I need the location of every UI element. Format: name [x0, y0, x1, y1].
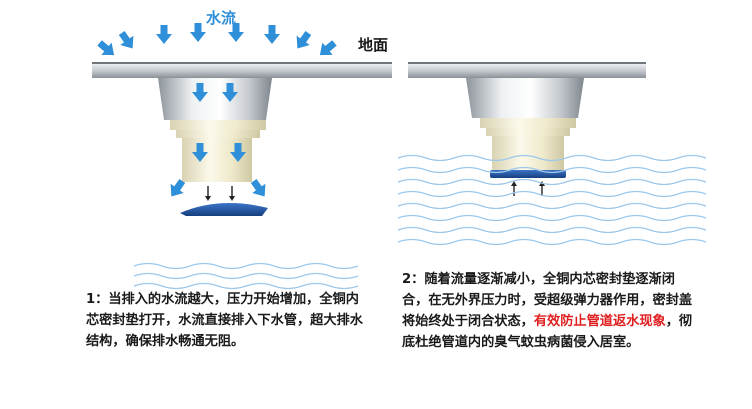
seal-disc-open [180, 203, 268, 216]
caption-right-highlight: 有效防止管道返水现象 [533, 314, 666, 329]
caption-right-part1: 2：随着流量逐渐减小，全铜内芯密封垫逐渐闭合，在无外界压力时，受超级弹力器作用，… [402, 272, 693, 329]
caption-left: 1：当排入的水流越大，压力开始增加，全铜内芯密封垫打开，水流直接排入下水管，超大… [86, 292, 363, 349]
left-drain-open [92, 62, 392, 216]
copper-core-right [492, 136, 564, 170]
floor-plate-left [92, 62, 392, 78]
floor-plate-right [408, 62, 646, 78]
water-lines-right [397, 154, 707, 246]
seal-disc-closed [490, 170, 566, 178]
ground-label: 地面 [358, 36, 389, 54]
caption-right: 2：随着流量逐渐减小，全铜内芯密封垫逐渐闭合，在无外界压力时，受超级弹力器作用，… [402, 269, 698, 353]
small-arrow-icon [205, 186, 235, 201]
steel-body-right [466, 78, 584, 118]
right-drain-closed [408, 62, 646, 196]
water-flow-label: 水流 [206, 9, 237, 27]
steel-body-left [158, 78, 272, 120]
caption-right-part2: ，彻底杜绝管道内的臭气蚊虫病菌侵入居室。 [402, 314, 693, 350]
water-lines-left [133, 262, 359, 290]
